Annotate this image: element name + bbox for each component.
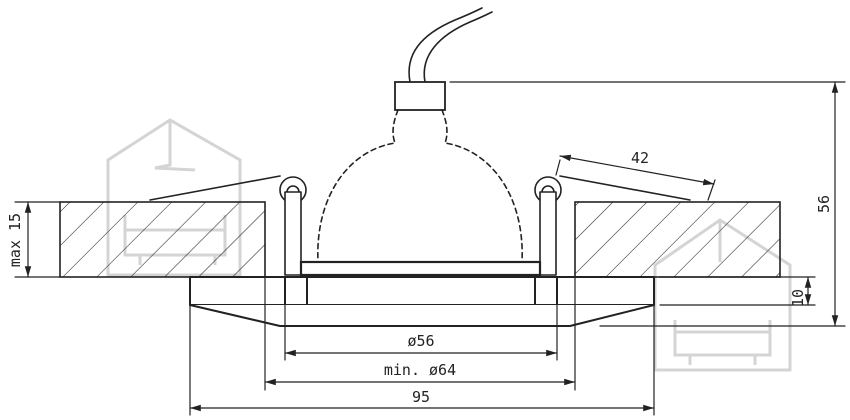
dimension-42 xyxy=(555,154,716,201)
dim-label-56: 56 xyxy=(815,195,833,213)
dim-label-cutout-diameter: min. ø64 xyxy=(384,361,456,379)
bulb-outline xyxy=(317,109,523,263)
dimension-outer-diameter xyxy=(189,304,655,416)
ceiling-panel-left xyxy=(59,201,266,278)
dim-label-outer-diameter: 95 xyxy=(412,388,430,406)
spring-clip-left xyxy=(149,175,307,276)
dimension-inner-diameter xyxy=(284,304,558,361)
ceiling-panel-right xyxy=(574,201,781,278)
fixture-flange xyxy=(189,276,655,327)
dimension-56 xyxy=(449,81,846,327)
dimension-10 xyxy=(659,276,816,306)
lamp-socket xyxy=(394,81,446,111)
power-cable xyxy=(408,7,493,83)
dim-label-10: 10 xyxy=(789,289,807,307)
dim-label-inner-diameter: ø56 xyxy=(407,332,434,350)
dim-label-42: 42 xyxy=(631,149,649,167)
inner-ring xyxy=(299,260,542,277)
dimension-max-15 xyxy=(14,201,61,278)
dim-label-max-15: max 15 xyxy=(6,213,24,267)
dimension-cutout-diameter xyxy=(264,276,576,391)
